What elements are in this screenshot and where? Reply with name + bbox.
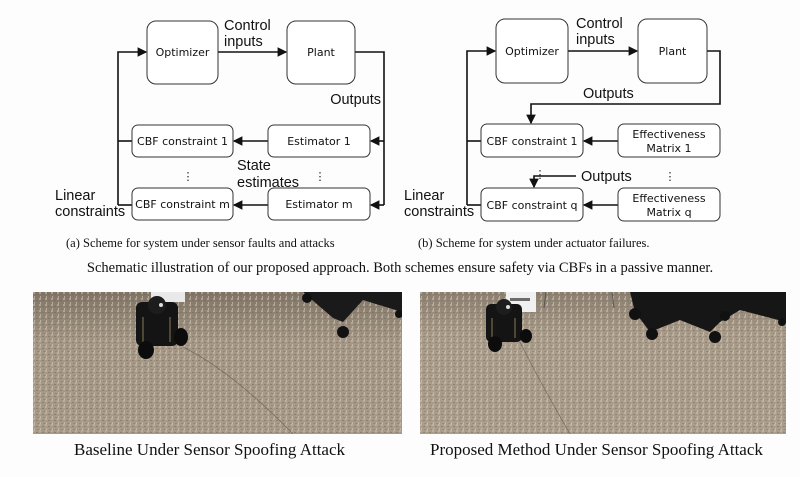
control-inputs-label-a-1: Control	[224, 18, 271, 34]
effectiveness-matrix-1-box	[617, 123, 721, 158]
ellipsis-effectiveness-b: ⋮	[665, 170, 676, 183]
floor-crack	[519, 341, 571, 434]
plant-label-a: Plant	[307, 46, 335, 59]
optimizer-box-a	[146, 20, 219, 85]
cbf-constraint-m-box	[131, 187, 234, 221]
cbf-constraint-q-label: CBF constraint q	[487, 199, 578, 212]
feedback-line-left-b	[466, 46, 497, 205]
ellipsis-cbf-b: ⋮	[535, 168, 546, 181]
optimizer-label-a: Optimizer	[156, 46, 210, 59]
effectiveness-matrix-1-label-2: Matrix 1	[646, 142, 691, 155]
plant-label-b: Plant	[659, 45, 687, 58]
plant-output-line-a	[355, 51, 385, 205]
figure-main-caption: Schematic illustration of our proposed a…	[86, 260, 714, 276]
estimator-m-box	[267, 187, 371, 221]
robot-icon	[486, 299, 532, 352]
cbf-constraint-1-box-a	[131, 124, 234, 158]
caption-proposed: Proposed Method Under Sensor Spoofing At…	[430, 440, 763, 459]
cbf-constraint-m-label: CBF constraint m	[135, 198, 230, 211]
plant-box-b	[637, 18, 708, 84]
control-inputs-label-a-2: inputs	[224, 34, 263, 50]
photo-baseline	[33, 292, 402, 434]
floor-crack	[182, 346, 294, 434]
linear-constraints-label-a-1: Linear	[55, 188, 95, 204]
effectiveness-matrix-1-label-1: Effectiveness	[632, 128, 705, 141]
effectiveness-matrix-q-label-1: Effectiveness	[632, 192, 705, 205]
linear-constraints-label-b-2: constraints	[404, 204, 474, 220]
box-object	[151, 292, 185, 302]
scheme-a: Optimizer Plant CBF constraint 1 Estimat…	[55, 18, 385, 221]
outputs-mid-line-b	[529, 175, 576, 189]
optimizer-box-b	[495, 18, 569, 84]
state-estimates-label-1: State	[237, 158, 271, 174]
cbf-constraint-1-label-a: CBF constraint 1	[137, 135, 228, 148]
plant-box-a	[286, 20, 356, 85]
chair-icon	[302, 292, 402, 338]
caption-baseline: Baseline Under Sensor Spoofing Attack	[74, 440, 346, 459]
cbf-constraint-1-label-b: CBF constraint 1	[487, 135, 578, 148]
caption-scheme-b: (b) Scheme for system under actuator fai…	[418, 236, 650, 250]
robot-icon	[136, 296, 188, 359]
outputs-mid-label-b: Outputs	[581, 169, 632, 185]
cbf-constraint-1-box-b	[480, 123, 584, 158]
effectiveness-matrix-q-box	[617, 187, 721, 222]
plant-output-line-b	[526, 50, 721, 125]
caption-scheme-a: (a) Scheme for system under sensor fault…	[66, 236, 335, 250]
estimator-1-box	[267, 124, 371, 158]
state-estimates-label-2: estimates	[237, 175, 299, 191]
effectiveness-matrix-q-label-2: Matrix q	[646, 206, 691, 219]
scheme-b: Optimizer Plant CBF constraint 1 Effecti…	[404, 16, 721, 222]
ellipsis-estimator-a: ⋮	[315, 170, 326, 183]
estimator-m-label: Estimator m	[285, 198, 352, 211]
estimator-1-label: Estimator 1	[287, 135, 351, 148]
ellipsis-cbf-a: ⋮	[183, 170, 194, 183]
photo-proposed	[420, 292, 786, 434]
control-inputs-label-b-2: inputs	[576, 32, 615, 48]
optimizer-label-b: Optimizer	[505, 45, 559, 58]
linear-constraints-label-a-2: constraints	[55, 204, 125, 220]
chair-icon	[629, 292, 786, 343]
feedback-line-left-a	[117, 47, 148, 205]
outputs-top-label-b: Outputs	[583, 86, 634, 102]
linear-constraints-label-b-1: Linear	[404, 188, 444, 204]
cbf-constraint-q-box	[480, 187, 584, 222]
schematic-diagrams: Optimizer Plant CBF constraint 1 Estimat…	[55, 16, 721, 222]
outputs-label-a: Outputs	[330, 92, 381, 108]
control-inputs-label-b-1: Control	[576, 16, 623, 32]
